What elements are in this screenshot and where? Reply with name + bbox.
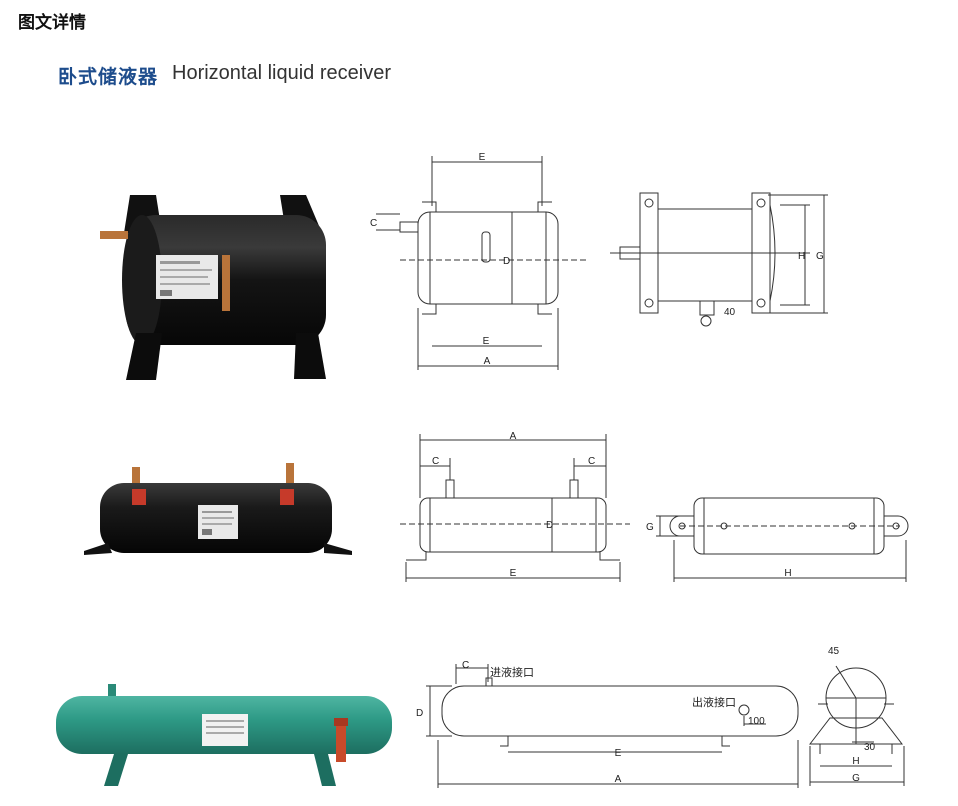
drawing-front-view-2: A C C D E — [400, 431, 630, 582]
inlet-connection-label: 进液接口 — [490, 665, 534, 679]
dim-label-g: G — [646, 522, 654, 533]
dim-label-e-top: E — [479, 152, 486, 163]
dim-label-h: H — [852, 756, 859, 767]
drawing-side-view-1: H G 40 — [610, 192, 828, 327]
section-title: 图文详情 — [18, 13, 86, 33]
dim-label-30: 30 — [864, 742, 876, 753]
dim-label-45: 45 — [828, 646, 840, 657]
product-title-cn: 卧式储液器 — [58, 66, 159, 88]
dim-label-c: C — [370, 218, 377, 229]
dim-label-h: H — [784, 568, 791, 579]
dim-label-e: E — [510, 568, 517, 579]
dim-label-d: D — [503, 256, 510, 267]
dim-label-40: 40 — [724, 307, 736, 318]
dim-label-c-right: C — [588, 456, 595, 467]
product-photo-receiver-2 — [84, 463, 352, 555]
dim-label-100: 100 — [748, 716, 765, 727]
dim-label-g: G — [852, 773, 860, 784]
product-title-en: Horizontal liquid receiver — [172, 62, 391, 84]
product-detail-panel — [52, 40, 958, 806]
dim-label-c: C — [462, 660, 469, 671]
drawing-side-view-3: 45 30 H G — [808, 646, 905, 786]
product-photo-receiver-1 — [100, 195, 326, 380]
dim-label-c-left: C — [432, 456, 439, 467]
dim-label-h: H — [798, 251, 805, 262]
dim-label-e: E — [615, 748, 622, 759]
dim-label-a: A — [484, 356, 491, 367]
dim-label-a: A — [615, 774, 622, 785]
drawing-front-view-1: E C D E A — [370, 152, 586, 370]
dim-label-a: A — [510, 431, 517, 442]
drawing-top-view-2: G H — [646, 497, 909, 582]
dim-label-d: D — [416, 708, 423, 719]
drawing-front-view-3: C 进液接口 D 出液接口 100 E A — [416, 660, 799, 788]
dim-label-g: G — [816, 251, 824, 262]
outlet-connection-label: 出液接口 — [692, 695, 736, 709]
product-photo-receiver-3 — [56, 684, 392, 786]
dim-label-d: D — [546, 520, 553, 531]
dim-label-e-bottom: E — [483, 336, 490, 347]
